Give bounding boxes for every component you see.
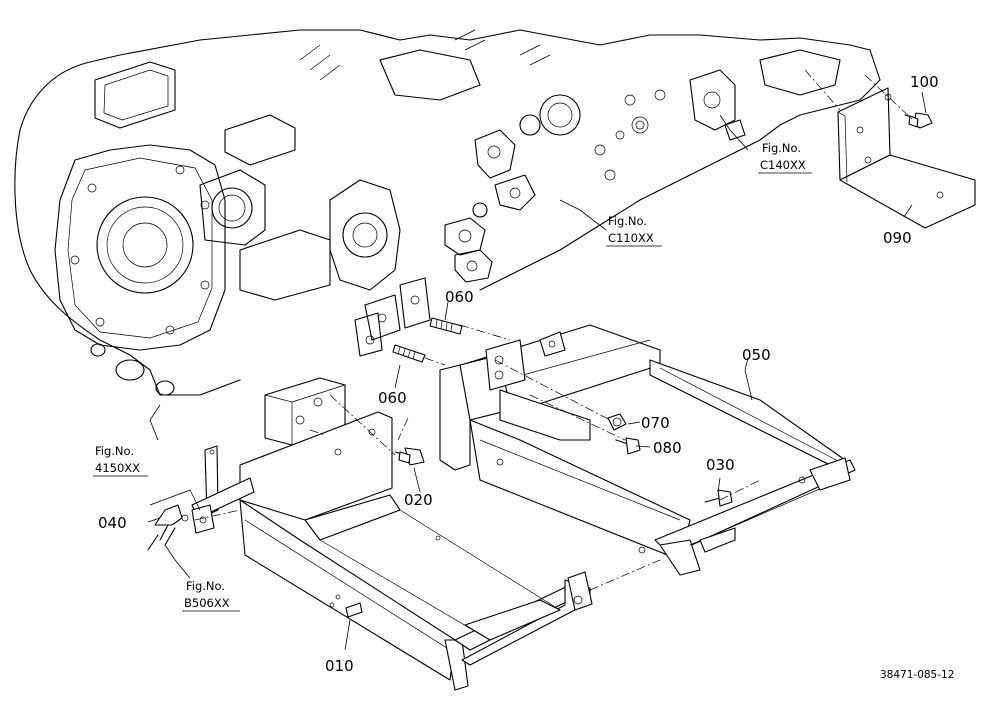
transmission-housing	[14, 29, 881, 446]
fig-ref-code: C110XX	[608, 231, 654, 245]
frame-010	[239, 411, 593, 691]
bolt-030	[704, 489, 733, 507]
part-label-010: 010	[325, 657, 354, 675]
part-label-080: 080	[653, 439, 682, 457]
part-label-040: 040	[98, 514, 127, 532]
bolt-070	[607, 413, 627, 431]
bolt-020	[394, 447, 425, 466]
part-label-090: 090	[883, 229, 912, 247]
part-label-060-upper: 060	[445, 288, 474, 306]
figure-reference-c110xx: Fig.No. C110XX	[606, 214, 662, 247]
drawing-code: 38471-085-12	[880, 669, 954, 681]
figure-reference-c140xx: Fig.No. C140XX	[758, 141, 812, 174]
bolt-100	[904, 112, 933, 129]
bolt-080	[615, 437, 641, 455]
figure-reference-b506xx: Fig.No. B506XX	[182, 579, 240, 612]
part-label-070: 070	[641, 414, 670, 432]
frame-050	[439, 324, 856, 576]
part-label-030: 030	[706, 456, 735, 474]
part-labels: 100 090 050 070 080 030 060 060 020 040 …	[98, 73, 939, 675]
leader-lines	[147, 91, 927, 651]
part-label-060-lower: 060	[378, 389, 407, 407]
part-label-050: 050	[742, 346, 771, 364]
bracket-040	[147, 445, 255, 551]
stud-060-upper	[429, 317, 463, 335]
bracket-090	[837, 87, 976, 229]
fig-ref-prefix: Fig.No.	[186, 579, 225, 593]
part-label-100: 100	[910, 73, 939, 91]
figure-reference-4150xx: Fig.No. 4150XX	[93, 444, 148, 477]
fig-ref-code: B506XX	[184, 596, 230, 610]
fig-ref-prefix: Fig.No.	[608, 214, 647, 228]
fig-ref-prefix: Fig.No.	[95, 444, 134, 458]
assembly-guide-lines	[194, 69, 913, 591]
part-label-020: 020	[404, 491, 433, 509]
fig-ref-code: 4150XX	[95, 461, 140, 475]
stud-060-lower	[392, 344, 426, 363]
fig-ref-prefix: Fig.No.	[762, 141, 801, 155]
fig-ref-code: C140XX	[760, 158, 806, 172]
